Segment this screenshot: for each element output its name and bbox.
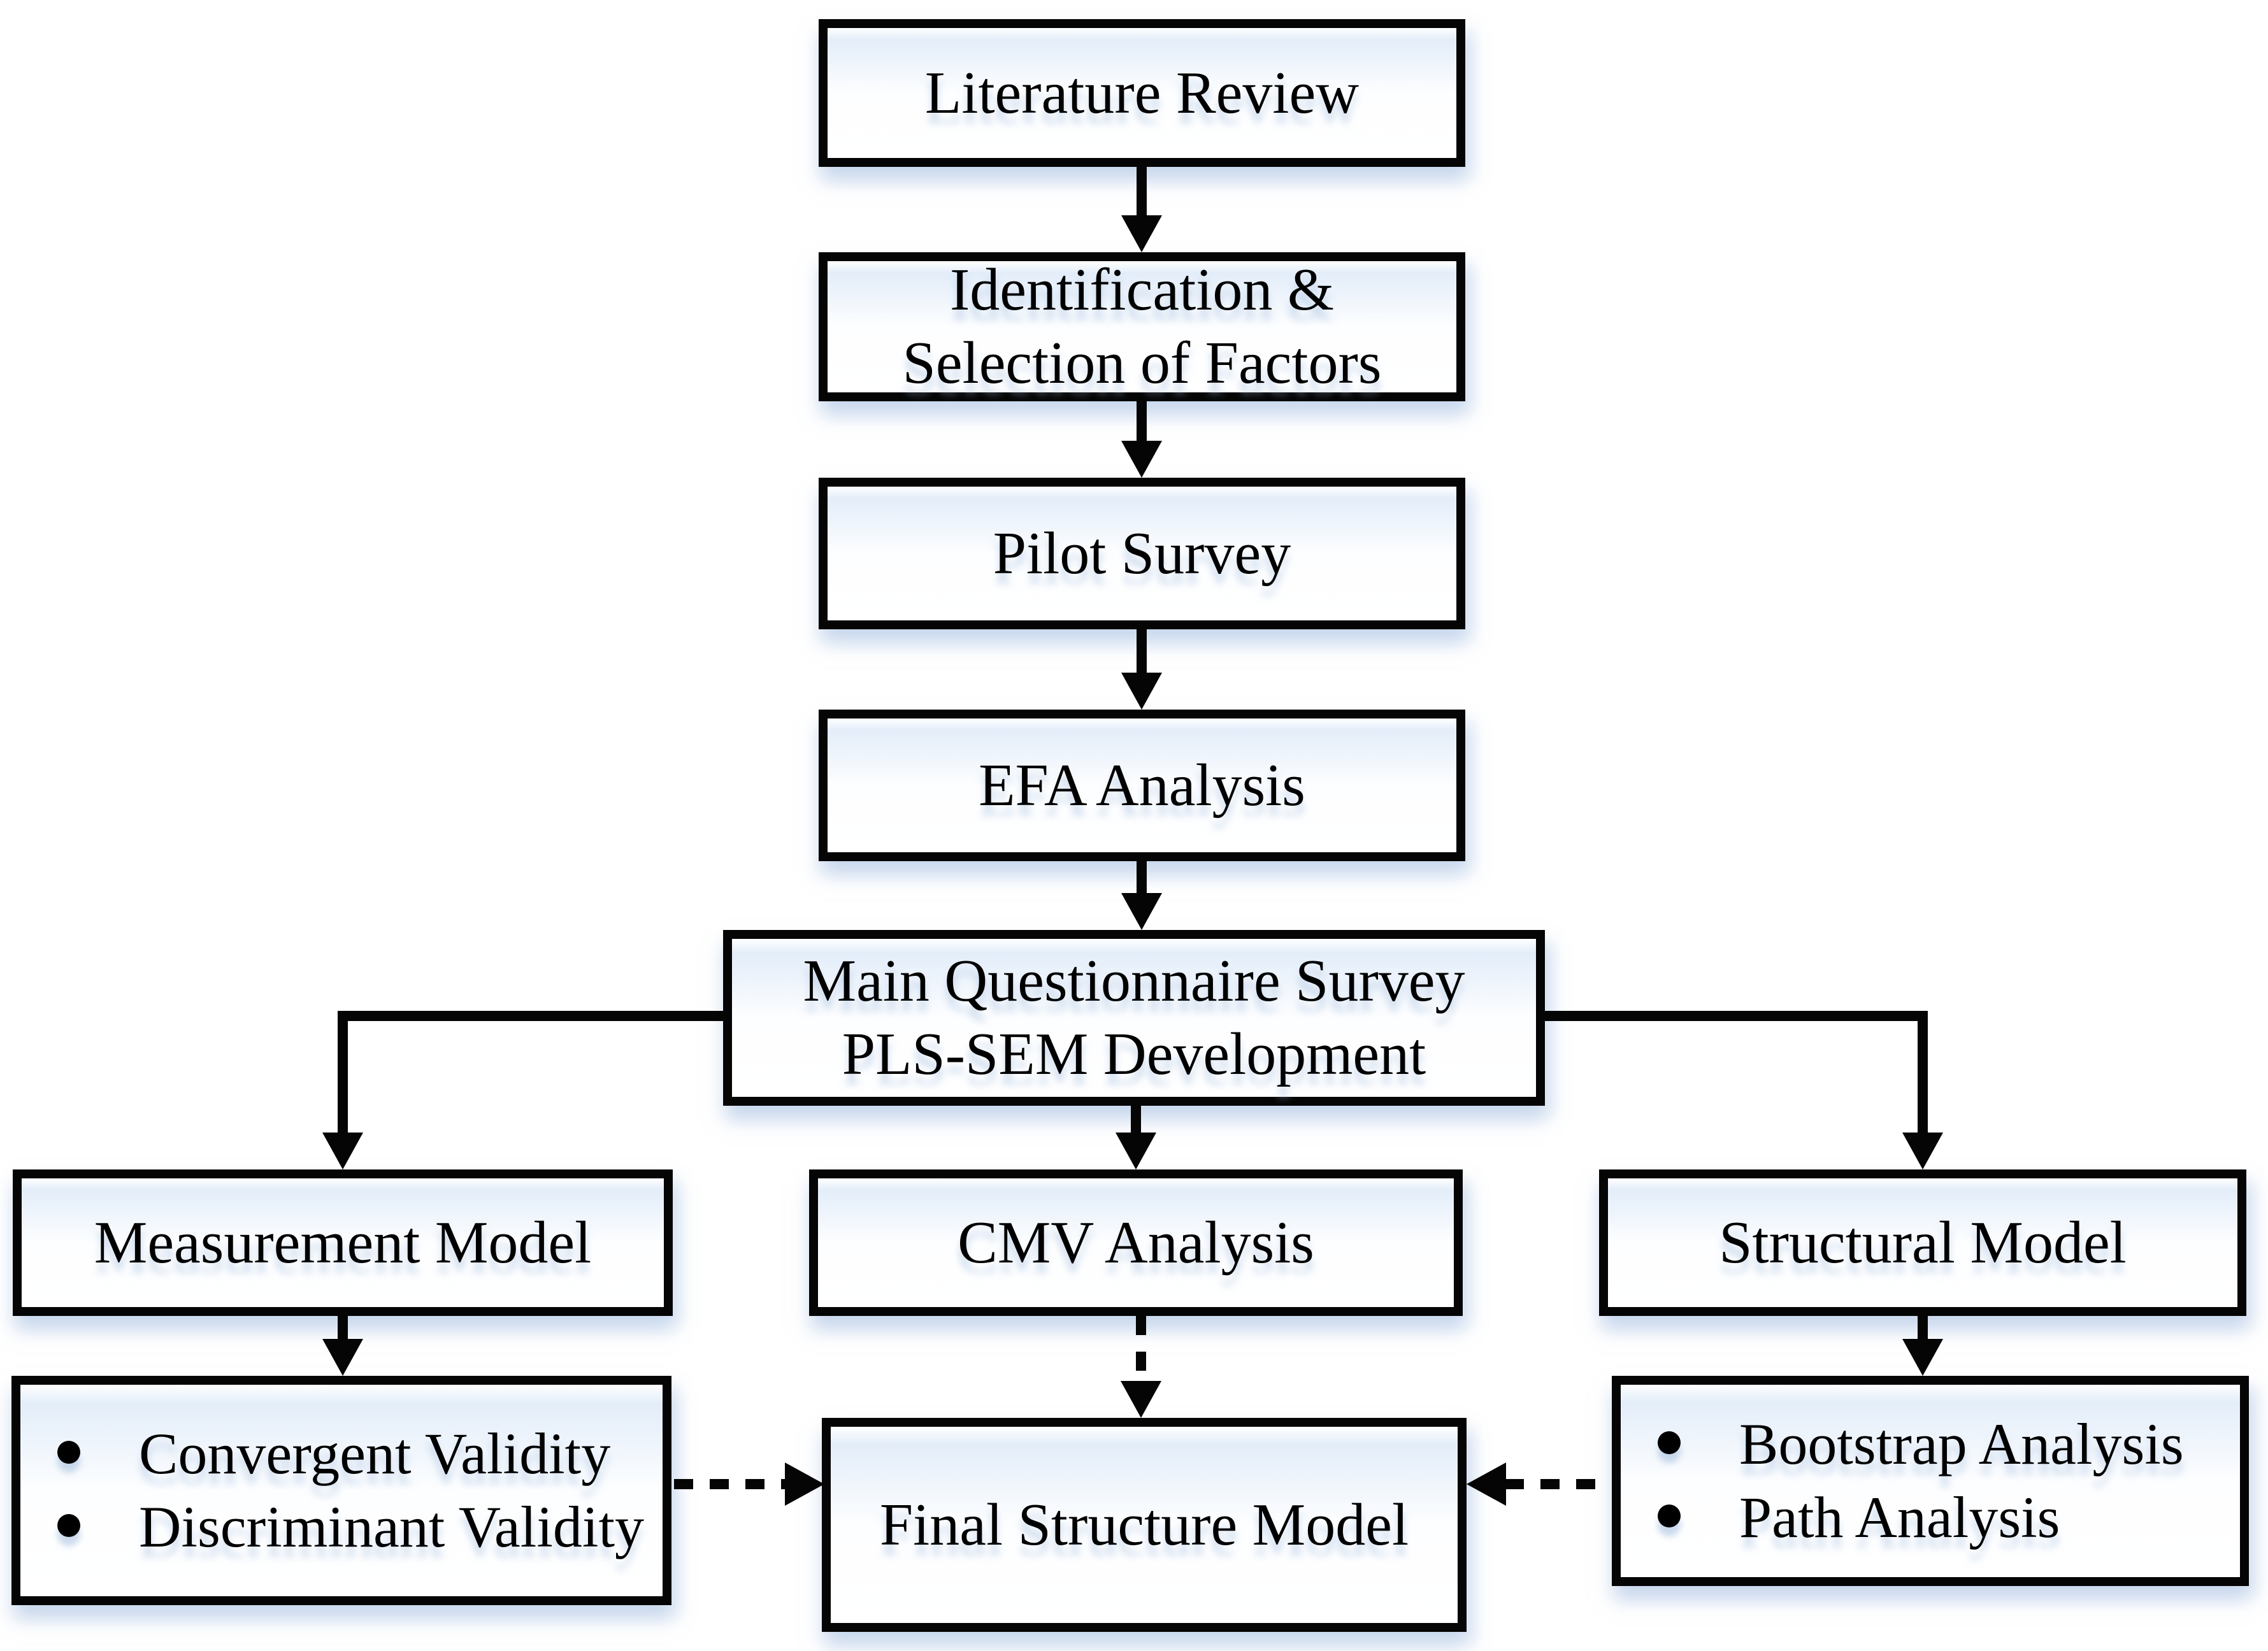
- bullet-icon: [57, 1514, 80, 1537]
- node-label: EFA Analysis: [979, 752, 1305, 818]
- arrow-down-icon: [322, 1339, 363, 1376]
- connector-line: [338, 1316, 348, 1341]
- connector-measurement-to-outputs: [322, 1316, 363, 1376]
- connector-line: [1137, 861, 1147, 896]
- arrow-down-icon: [1121, 893, 1162, 930]
- arrow-down-icon: [1121, 673, 1162, 710]
- list-item-label: Discriminant Validity: [139, 1494, 645, 1559]
- node-label: Main Questionnaire Survey PLS-SEM Develo…: [803, 948, 1465, 1087]
- node-label: Measurement Model: [94, 1209, 592, 1276]
- node-literature-review: Literature Review: [819, 19, 1465, 167]
- connector-identification-to-pilot: [1121, 401, 1162, 478]
- connector-main-to-structural-line: [1918, 1011, 1928, 1133]
- list-item-label: Path Analysis: [1739, 1485, 2060, 1550]
- node-label: Literature Review: [924, 59, 1360, 126]
- bullet-icon: [1658, 1504, 1681, 1527]
- node-label: Structural Model: [1719, 1209, 2127, 1276]
- arrow-down-icon: [1116, 1133, 1156, 1169]
- connector-line: [1137, 401, 1147, 443]
- bullet-icon: [57, 1441, 80, 1464]
- connector-line: [1131, 1106, 1141, 1135]
- arrow-down-icon: [1902, 1133, 1943, 1169]
- node-structural-outputs: Bootstrap Analysis Path Analysis: [1612, 1376, 2249, 1586]
- connector-line: [1918, 1316, 1928, 1341]
- arrow-left-icon: [1467, 1462, 1506, 1506]
- node-measurement-outputs: Convergent Validity Discriminant Validit…: [11, 1376, 671, 1605]
- node-identification-selection: Identification & Selection of Factors: [819, 252, 1465, 401]
- node-structural-model: Structural Model: [1599, 1169, 2246, 1316]
- node-label: CMV Analysis: [958, 1209, 1314, 1276]
- node-pilot-survey: Pilot Survey: [819, 478, 1465, 629]
- list-item-label: Convergent Validity: [139, 1421, 611, 1487]
- node-cmv-analysis: CMV Analysis: [809, 1169, 1463, 1316]
- connector-pilot-to-efa: [1121, 629, 1162, 710]
- list-item: Discriminant Validity: [43, 1492, 646, 1562]
- connector-literature-to-identification: [1121, 167, 1162, 252]
- connector-main-to-structural-line: [1545, 1011, 1928, 1021]
- list-item: Convergent Validity: [43, 1419, 646, 1489]
- arrow-right-icon: [785, 1462, 824, 1506]
- node-label: Pilot Survey: [993, 520, 1291, 587]
- connector-main-to-cmv: [1116, 1106, 1156, 1169]
- connector-efa-to-main: [1121, 861, 1162, 930]
- connector-structural-to-outputs: [1902, 1316, 1943, 1376]
- node-label: Final Structure Model: [879, 1491, 1409, 1558]
- node-efa-analysis: EFA Analysis: [819, 710, 1465, 861]
- arrow-down-icon: [1902, 1339, 1943, 1376]
- arrow-down-icon: [1121, 441, 1162, 478]
- arrow-down-icon: [1121, 1381, 1161, 1418]
- node-label: Identification & Selection of Factors: [902, 257, 1382, 396]
- list-item: Bootstrap Analysis: [1644, 1410, 2223, 1479]
- connector-main-to-measurement-line: [338, 1011, 348, 1133]
- connector-line: [1137, 167, 1147, 218]
- bullet-icon: [1658, 1431, 1681, 1455]
- node-main-questionnaire: Main Questionnaire Survey PLS-SEM Develo…: [723, 930, 1545, 1106]
- connector-main-to-measurement-line: [338, 1011, 723, 1021]
- list-item-label: Bootstrap Analysis: [1739, 1412, 2184, 1477]
- node-final-structure-model: Final Structure Model: [822, 1418, 1467, 1632]
- connector-cmv-to-final-dashed-line: [1136, 1316, 1146, 1382]
- node-measurement-model: Measurement Model: [13, 1169, 673, 1316]
- arrow-down-icon: [322, 1133, 363, 1169]
- list-item: Path Analysis: [1644, 1483, 2223, 1552]
- connector-measurement-outputs-to-final-dashed-line: [674, 1479, 786, 1489]
- connector-structural-outputs-to-final-dashed-line: [1505, 1479, 1612, 1489]
- arrow-down-icon: [1121, 215, 1162, 252]
- connector-line: [1137, 629, 1147, 675]
